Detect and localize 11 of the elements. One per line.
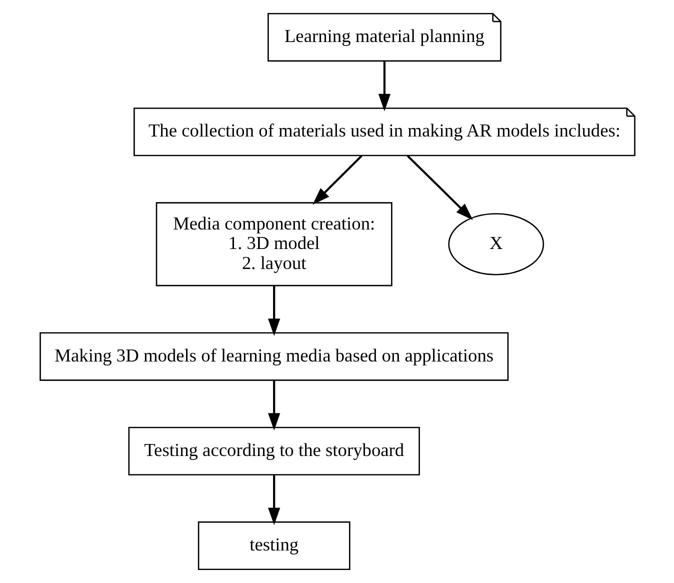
arrow xyxy=(312,155,362,205)
node-box: Making 3D models of learning media based on applications xyxy=(39,332,508,381)
node-box: testing xyxy=(197,521,350,570)
arrow xyxy=(268,286,280,336)
arrow xyxy=(406,155,472,220)
node-box: Testing according to the storyboard xyxy=(128,426,420,476)
arrow xyxy=(268,380,280,431)
node-box: Media component creation: 1. 3D model 2. layout xyxy=(155,202,392,286)
arrow xyxy=(378,61,390,112)
arrow xyxy=(268,475,280,526)
node-ellipse: X xyxy=(448,213,544,276)
